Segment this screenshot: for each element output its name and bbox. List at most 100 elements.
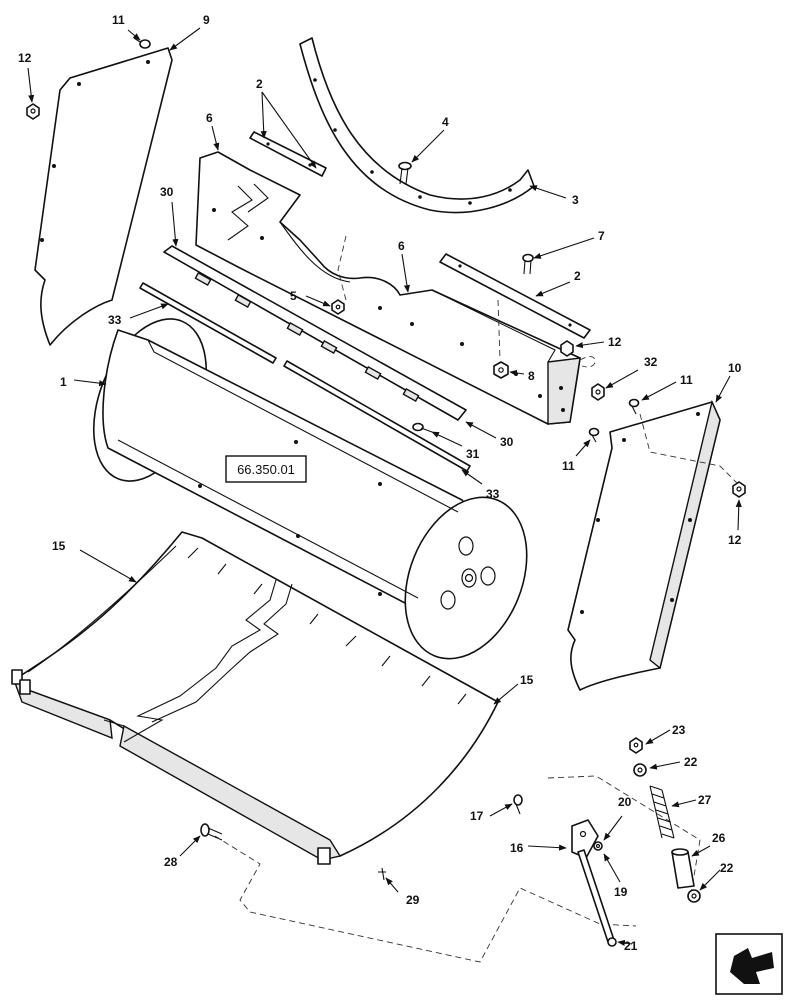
callout-5: 5 bbox=[290, 289, 297, 303]
pan-break-line-2 bbox=[151, 583, 293, 723]
callout-1: 1 bbox=[60, 375, 67, 389]
strap-2-right bbox=[439, 253, 591, 339]
callout-15a: 15 bbox=[52, 539, 66, 553]
callout-22b: 22 bbox=[720, 861, 734, 875]
leader-21 bbox=[617, 939, 633, 947]
leader-32 bbox=[605, 369, 639, 389]
leader-26 bbox=[691, 845, 711, 857]
callout-28: 28 bbox=[164, 855, 178, 869]
nut-32 bbox=[591, 383, 605, 401]
curved-strip-3 bbox=[299, 37, 535, 214]
callout-6b: 6 bbox=[398, 239, 405, 253]
leader-22a bbox=[649, 761, 681, 770]
leader-10 bbox=[715, 375, 731, 403]
rod-33-upper bbox=[139, 282, 277, 364]
hint-dash-5 bbox=[337, 235, 347, 301]
pin-29 bbox=[378, 867, 386, 881]
housing-panel-6 bbox=[195, 151, 581, 425]
leader-22b bbox=[699, 869, 721, 891]
callout-30b: 30 bbox=[500, 435, 514, 449]
nut-8 bbox=[493, 361, 509, 379]
left-side-shield bbox=[34, 47, 173, 346]
callout-8: 8 bbox=[528, 369, 535, 383]
callout-16: 16 bbox=[510, 841, 524, 855]
leader-12-center bbox=[575, 341, 605, 349]
callout-11-right: 11 bbox=[680, 373, 693, 387]
callout-2c: 2 bbox=[574, 269, 581, 283]
spring-27 bbox=[649, 785, 675, 839]
leader-17 bbox=[489, 803, 513, 817]
leader-15a bbox=[79, 549, 137, 583]
bushing-26 bbox=[671, 848, 695, 889]
callout-2a: 2 bbox=[256, 77, 263, 91]
leader-8 bbox=[509, 369, 525, 377]
nut-12-left bbox=[26, 103, 40, 120]
washer-19 bbox=[593, 841, 603, 851]
callout-11-top: 11 bbox=[112, 13, 125, 27]
callout-32: 32 bbox=[644, 355, 658, 369]
callout-21: 21 bbox=[624, 939, 638, 953]
callout-26: 26 bbox=[712, 831, 726, 845]
housing-arc-edge bbox=[279, 221, 351, 283]
leader-2a bbox=[260, 91, 267, 139]
hint-dash-1 bbox=[214, 835, 637, 963]
leader-5 bbox=[305, 295, 331, 307]
hint-dash-6 bbox=[497, 299, 501, 361]
leader-1 bbox=[73, 379, 107, 387]
hint-dash-4 bbox=[639, 413, 741, 487]
leader-29 bbox=[385, 877, 399, 893]
pan-15 bbox=[11, 531, 499, 865]
callout-33a: 33 bbox=[108, 313, 122, 327]
leader-28 bbox=[179, 835, 201, 857]
leader-2b bbox=[261, 91, 317, 169]
callout-11-lower: 11 bbox=[562, 459, 575, 473]
callout-9: 9 bbox=[203, 13, 210, 27]
leader-6b bbox=[401, 253, 410, 293]
washer-22-lower bbox=[687, 889, 701, 903]
callout-22a: 22 bbox=[684, 755, 698, 769]
callout-4: 4 bbox=[442, 115, 449, 129]
leader-7 bbox=[533, 237, 595, 259]
leader-12-right bbox=[735, 499, 742, 531]
leader-19 bbox=[603, 853, 621, 883]
callout-3: 3 bbox=[572, 193, 579, 207]
leader-20 bbox=[603, 815, 623, 841]
leader-2c bbox=[535, 281, 571, 297]
leader-15b bbox=[493, 683, 519, 705]
hint-dash-2 bbox=[547, 775, 701, 901]
slotted-bar-30 bbox=[163, 245, 467, 421]
reference-label: 66.350.01 bbox=[237, 462, 295, 477]
bolt-11-right bbox=[628, 398, 640, 415]
leader-30a bbox=[171, 201, 179, 247]
callout-6a: 6 bbox=[206, 111, 213, 125]
leader-6a bbox=[211, 125, 220, 151]
arrow-icon[interactable] bbox=[715, 933, 783, 995]
bolt-11-top bbox=[133, 37, 151, 49]
leader-9 bbox=[169, 27, 201, 51]
callout-12-center: 12 bbox=[608, 335, 622, 349]
leader-11-lower bbox=[575, 439, 591, 457]
leader-11-top bbox=[127, 29, 141, 41]
leader-33b bbox=[461, 469, 483, 485]
leader-12-left bbox=[27, 67, 35, 103]
leader-4 bbox=[411, 129, 445, 163]
hint-dash-3 bbox=[579, 356, 596, 368]
leader-33a bbox=[129, 303, 169, 319]
bolt-17 bbox=[513, 794, 523, 815]
leader-16 bbox=[527, 844, 567, 851]
bolt-11-lower bbox=[588, 427, 600, 443]
rod-21 bbox=[577, 849, 617, 947]
nut-23 bbox=[629, 737, 643, 754]
reference-box[interactable]: 66.350.01 bbox=[225, 455, 307, 483]
right-side-shield bbox=[567, 399, 721, 691]
leader-23 bbox=[645, 729, 671, 745]
rod-33-lower bbox=[283, 360, 471, 472]
callout-12-right: 12 bbox=[728, 533, 742, 547]
pan-break-line-1 bbox=[123, 579, 277, 743]
nut-12-center bbox=[560, 340, 574, 357]
nut-12-right bbox=[732, 481, 746, 498]
leader-31 bbox=[431, 431, 463, 447]
callout-20: 20 bbox=[618, 795, 632, 809]
callout-31: 31 bbox=[466, 447, 480, 461]
